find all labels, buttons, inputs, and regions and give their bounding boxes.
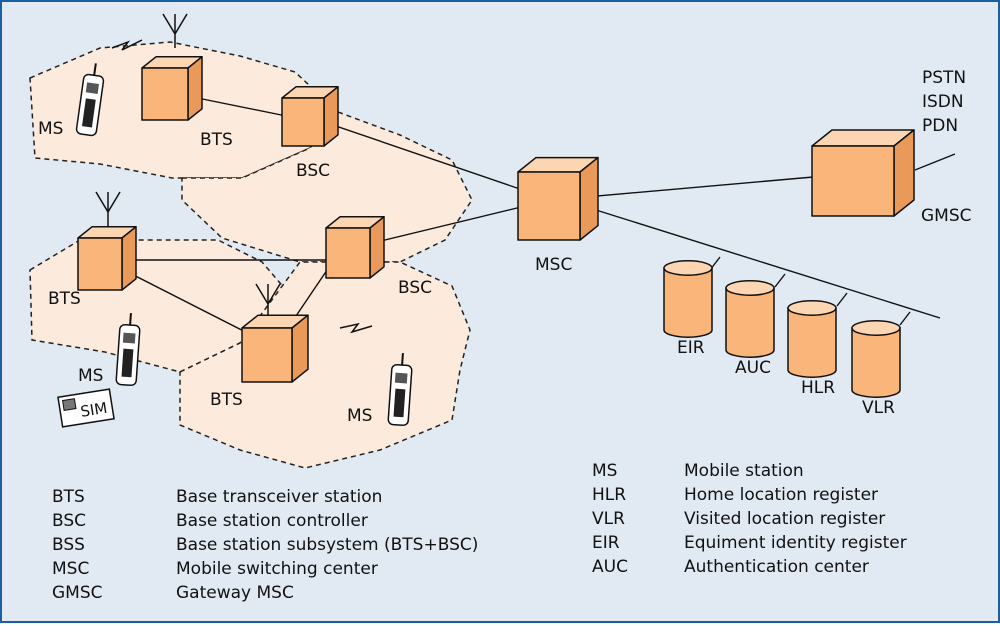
link-msc-to-registers: [579, 204, 941, 319]
mobile-phone-top-icon: [75, 63, 105, 137]
legend-right-desc-1: Mobile station: [684, 461, 804, 481]
bts-bottom-box: [241, 314, 309, 383]
legend-left-desc-1: Base transceiver station: [176, 487, 382, 507]
legend-right-desc-5: Authentication center: [684, 557, 869, 577]
bts-left-label: BTS: [48, 289, 81, 309]
bts-bottom-label: BTS: [210, 390, 243, 410]
legend-left-desc-3: Base station subsystem (BTS+BSC): [176, 535, 478, 555]
legend-left-abbr-3: BSS: [52, 535, 85, 555]
antenna-top-icon: [162, 13, 188, 48]
link-register-stem-auc: [774, 273, 786, 288]
pstn-label: PSTN: [922, 68, 966, 88]
pdn-label: PDN: [922, 116, 958, 136]
antennas-and-phones: [75, 13, 413, 427]
legend-left-desc-2: Base station controller: [176, 511, 368, 531]
isdn-label: ISDN: [922, 92, 964, 112]
link-bsc-top-to-msc: [329, 123, 553, 201]
legend-right-abbr-3: VLR: [592, 509, 625, 529]
legend-left-abbr-5: GMSC: [52, 583, 103, 603]
legend-left-desc-5: Gateway MSC: [176, 583, 294, 603]
ms-bottom-label: MS: [347, 406, 372, 426]
network-nodes: [77, 56, 915, 398]
legend-left-desc-4: Mobile switching center: [176, 559, 378, 579]
link-register-stem-vlr: [899, 311, 911, 326]
antenna-left-icon: [95, 191, 121, 226]
bts-left-box: [77, 226, 137, 291]
legend-left: BTS Base transceiver station BSC Base st…: [52, 487, 478, 603]
legend-left-abbr-1: BTS: [52, 487, 85, 507]
eir-label: EIR: [677, 338, 705, 358]
antenna-bottom-icon: [255, 283, 281, 318]
bts-top-label: BTS: [200, 130, 233, 150]
msc-label: MSC: [535, 255, 572, 275]
auc-cylinder: [725, 280, 775, 358]
legend-right: MS Mobile station HLR Home location regi…: [592, 461, 907, 577]
vlr-label: VLR: [862, 398, 895, 418]
mobile-phone-bottom-icon: [387, 353, 413, 427]
ms-left-label: MS: [78, 366, 103, 386]
radio-signal-top-icon: [111, 39, 143, 51]
cell-middle: [181, 111, 473, 263]
hlr-label: HLR: [801, 378, 835, 398]
auc-label: AUC: [735, 358, 771, 378]
bsc-mid-box: [325, 216, 385, 279]
sim-label: SIM: [79, 399, 108, 421]
legend-right-abbr-1: MS: [592, 461, 617, 481]
mobile-phone-left-icon: [115, 313, 141, 387]
bsc-top-label: BSC: [296, 161, 330, 181]
legend-right-abbr-2: HLR: [592, 485, 626, 505]
hlr-cylinder: [787, 300, 837, 378]
link-msc-to-gmsc: [551, 174, 837, 201]
bsc-top-box: [281, 86, 339, 147]
msc-box: [517, 156, 599, 241]
link-register-stem-hlr: [836, 292, 848, 307]
gmsc-box: [811, 129, 915, 217]
legend-left-abbr-4: MSC: [52, 559, 89, 579]
eir-cylinder: [663, 260, 713, 338]
legend-right-desc-3: Visited location register: [684, 509, 885, 529]
sim-card: SIM: [57, 388, 115, 428]
radio-signal-bottom-icon: [339, 322, 373, 334]
bts-top-box: [141, 56, 203, 121]
legend-right-desc-2: Home location register: [684, 485, 878, 505]
ms-top-label: MS: [38, 119, 63, 139]
vlr-cylinder: [851, 320, 901, 398]
link-gmsc-to-pstn: [914, 153, 956, 171]
legend-right-abbr-4: EIR: [592, 533, 620, 553]
gmsc-label: GMSC: [921, 206, 972, 226]
legend-right-desc-4: Equiment identity register: [684, 533, 907, 553]
bsc-mid-label: BSC: [398, 278, 432, 298]
legend-right-abbr-5: AUC: [592, 557, 628, 577]
legend-left-abbr-2: BSC: [52, 511, 86, 531]
